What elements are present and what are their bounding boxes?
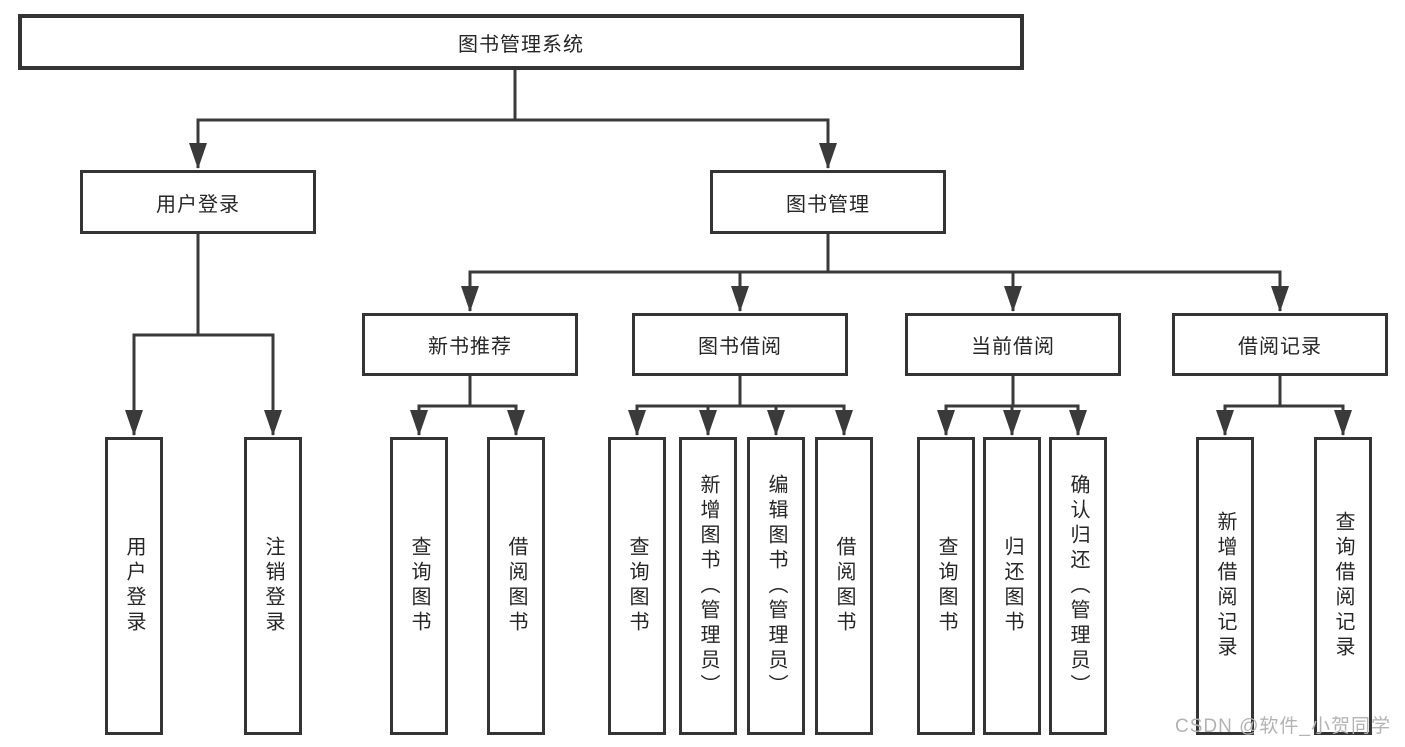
leaf-query-books-recommend: 查询图书 — [390, 437, 448, 735]
csdn-watermark: CSDN @软件_小贺同学 — [1175, 716, 1391, 737]
leaf-query-books-current: 查询图书 — [917, 437, 975, 735]
node-library-management-system: 图书管理系统 — [18, 14, 1024, 70]
leaf-return-books: 归还图书 — [983, 437, 1041, 735]
node-new-book-recommend: 新书推荐 — [362, 313, 578, 376]
leaf-query-books-borrow: 查询图书 — [608, 437, 666, 735]
leaf-user-login: 用户登录 — [105, 437, 163, 735]
node-user-login: 用户登录 — [80, 170, 316, 234]
node-book-borrow: 图书借阅 — [632, 313, 848, 376]
node-borrow-records: 借阅记录 — [1172, 313, 1388, 376]
leaf-borrow-books: 借阅图书 — [815, 437, 873, 735]
leaf-query-borrow-record: 查询借阅记录 — [1314, 437, 1372, 735]
leaf-edit-books-admin: 编辑图书（管理员） — [747, 437, 805, 735]
leaf-confirm-return-admin: 确认归还（管理员） — [1049, 437, 1107, 735]
leaf-logout: 注销登录 — [244, 437, 302, 735]
node-current-borrow: 当前借阅 — [905, 313, 1121, 376]
leaf-borrow-books-recommend: 借阅图书 — [487, 437, 545, 735]
leaf-add-borrow-record: 新增借阅记录 — [1196, 437, 1254, 735]
node-book-management: 图书管理 — [710, 170, 946, 234]
leaf-add-books-admin: 新增图书（管理员） — [679, 437, 737, 735]
